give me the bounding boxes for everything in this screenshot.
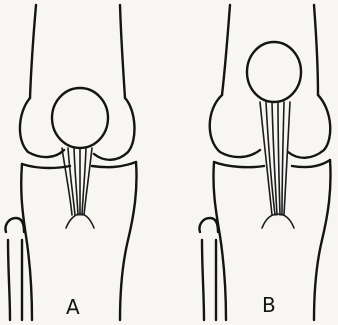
panel-label-a: A [66, 295, 80, 319]
panel-label-b: B [262, 293, 276, 317]
